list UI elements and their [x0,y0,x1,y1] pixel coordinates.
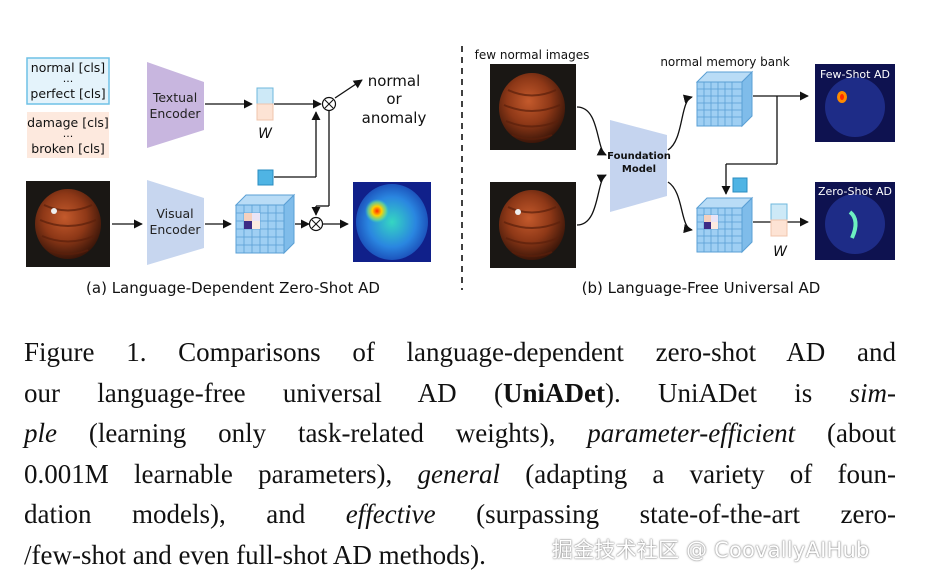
caption-emphasis: sim- [849,377,897,408]
w-anomaly-cell [256,103,274,121]
textual-encoder-label-1: Textual [152,90,197,105]
caption-line-5: dation models), and effective (surpassin… [24,494,896,535]
prompt-anomaly-dots: ... [63,127,74,140]
caption-method-name: UniADet [502,377,605,408]
visual-encoder [147,180,204,265]
caption-text: (learning only task-related weights), [57,418,588,448]
anomaly-map-a [353,182,431,262]
feature-cube-a [234,193,296,255]
few-normal-images-label: few normal images [475,48,590,62]
textual-encoder [147,62,204,148]
zero-shot-label: Zero-Shot AD [818,185,892,198]
caption-line-1: Figure 1. Comparisons of language-depend… [24,337,896,367]
caption-emphasis: general [417,458,501,489]
visual-encoder-label-2: Encoder [149,222,201,237]
normal-prompts-box [26,57,110,105]
arrow-to-output [334,79,363,99]
panel-a: normal [cls] ... perfect [cls] damage [c… [26,57,431,297]
caption-line-2: our language-free universal AD (UniADet)… [24,373,896,414]
caption-text: dation models), and [24,499,346,529]
w-normal-cell [256,87,274,105]
figure-caption: Figure 1. Comparisons of language-depend… [24,332,896,575]
normal-image-b [490,64,576,150]
caption-emphasis: ple [24,418,57,448]
caption-text: ). UniADet is [604,377,850,408]
caption-text: (surpassing state-of-the-art zero- [435,499,896,529]
zero-shot-result [815,182,895,260]
few-shot-label: Few-Shot AD [820,68,890,81]
w-label-a: W [258,126,273,142]
prompt-damage: damage [cls] [27,115,109,130]
caption-emphasis: effective [345,499,436,529]
class-token-b [732,177,748,193]
foundation-model [610,120,667,212]
prompt-normal: normal [cls] [31,60,105,75]
textual-encoder-label-2: Encoder [149,106,201,121]
prompt-normal-dots: ... [63,72,74,85]
caption-a: (a) Language-Dependent Zero-Shot AD [86,279,380,297]
input-image-a [26,181,110,267]
figure-diagram: normal [cls] ... perfect [cls] damage [c… [26,46,895,297]
w-anomaly-cell-b [770,219,788,237]
prompt-broken: broken [cls] [31,141,104,156]
output-anomaly: anomaly [362,109,427,127]
caption-text: (adapting a variety of foun- [500,458,897,489]
class-token [257,169,274,186]
foundation-label-2: Model [622,164,656,175]
memory-bank-cube [695,70,754,128]
prompt-perfect: perfect [cls] [30,86,105,101]
caption-line-3: ple (learning only task-related weights)… [24,413,896,454]
caption-text: 0.001M learnable parameters), [24,458,418,489]
memory-bank-label: normal memory bank [660,55,789,69]
w-label-b: W [773,244,788,260]
output-or: or [386,90,402,108]
few-shot-result [815,64,895,142]
watermark: 掘金技术社区 @ CoovallyAIHub [552,538,870,562]
caption-b: (b) Language-Free Universal AD [582,279,821,297]
caption-emphasis: parameter-efficient [587,418,796,448]
caption-text: our language-free universal AD ( [24,377,503,408]
foundation-label-1: Foundation [607,151,671,162]
caption-text: (about [795,418,896,448]
test-image-b [490,182,576,268]
anomaly-prompts-box [27,112,109,158]
w-normal-cell-b [770,203,788,221]
output-normal: normal [368,72,421,90]
caption-line-6: /few-shot and even full-shot AD methods)… [24,539,486,570]
visual-encoder-label-1: Visual [156,206,193,221]
panel-b: few normal images Foundation Model norma… [475,48,895,297]
feature-cube-b [695,196,754,254]
caption-line-4: 0.001M learnable parameters), general (a… [24,454,896,495]
